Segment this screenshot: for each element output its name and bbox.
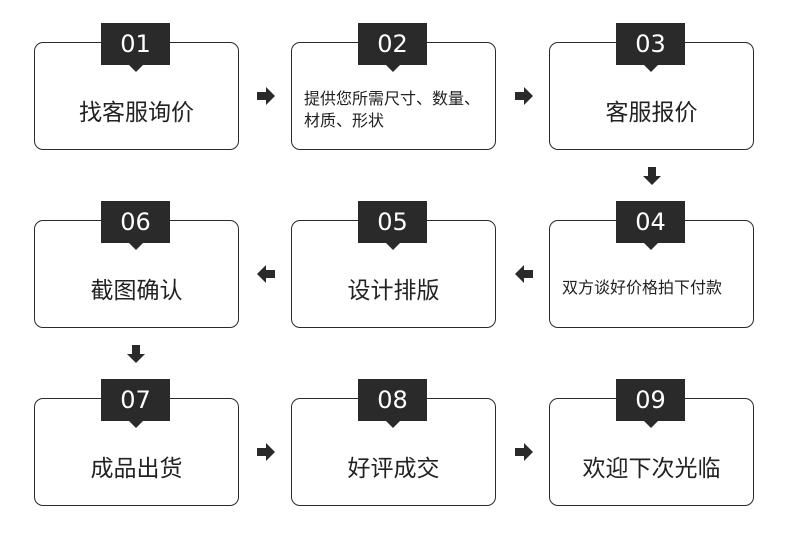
step-label: 好评成交: [347, 456, 440, 482]
step-number-badge: 08: [358, 379, 427, 428]
step-number-badge: 05: [358, 201, 427, 250]
arrow-left-icon: [514, 264, 534, 284]
step-number-badge: 04: [616, 201, 685, 250]
step-label: 截图确认: [90, 278, 183, 304]
arrow-down-icon: [126, 344, 146, 364]
step-03: 03 客服报价: [549, 23, 754, 150]
step-number-badge: 09: [616, 379, 685, 428]
arrow-right-icon: [256, 86, 276, 106]
step-02: 02 提供您所需尺寸、数量、材质、形状: [291, 23, 496, 150]
step-06: 06 截图确认: [34, 201, 239, 328]
step-05: 05 设计排版: [291, 201, 496, 328]
step-label: 成品出货: [90, 456, 183, 482]
arrow-right-icon: [514, 442, 534, 462]
step-number-badge: 07: [101, 379, 170, 428]
step-number-badge: 06: [101, 201, 170, 250]
arrow-right-icon: [514, 86, 534, 106]
step-label: 找客服询价: [79, 100, 194, 126]
step-label: 双方谈好价格拍下付款: [562, 278, 723, 297]
step-09: 09 欢迎下次光临: [549, 379, 754, 506]
step-label: 欢迎下次光临: [582, 456, 721, 482]
step-08: 08 好评成交: [291, 379, 496, 506]
step-04: 04 双方谈好价格拍下付款: [549, 201, 754, 328]
step-label: 提供您所需尺寸、数量、材质、形状: [304, 89, 481, 130]
step-number-badge: 03: [616, 23, 685, 72]
step-label: 设计排版: [347, 278, 440, 304]
step-01: 01 找客服询价: [34, 23, 239, 150]
step-number-badge: 02: [358, 23, 427, 72]
arrow-down-icon: [642, 166, 662, 186]
arrow-right-icon: [256, 442, 276, 462]
step-label: 客服报价: [605, 100, 698, 126]
step-number-badge: 01: [101, 23, 170, 72]
step-07: 07 成品出货: [34, 379, 239, 506]
arrow-left-icon: [256, 264, 276, 284]
